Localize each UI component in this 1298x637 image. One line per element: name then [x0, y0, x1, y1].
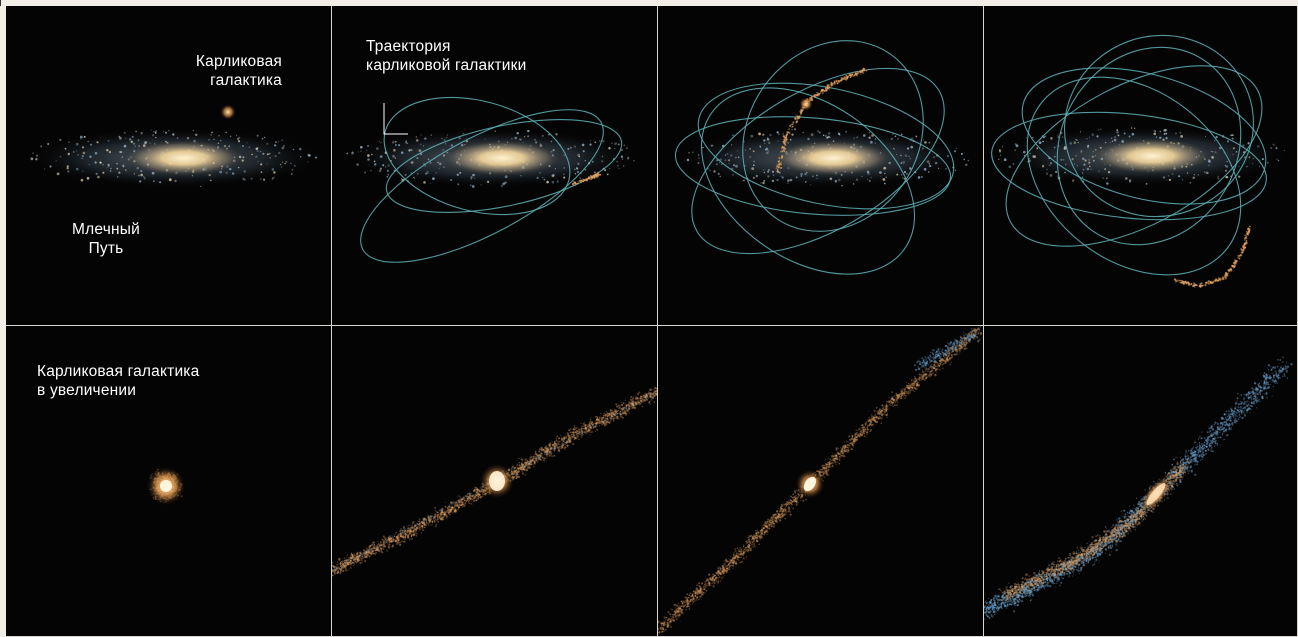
orbit-path — [700, 87, 916, 275]
galaxy-bulge — [1090, 137, 1214, 175]
galaxy-bulge — [771, 139, 895, 177]
orbit-path — [1056, 46, 1242, 246]
orbit-image-2 — [673, 40, 973, 275]
orbit-path — [742, 40, 924, 232]
top-border — [0, 0, 1298, 6]
dwarf-core — [803, 476, 817, 492]
trajectory-label: Траектория карликовой галактики — [366, 38, 527, 74]
orbit-image-1 — [342, 96, 642, 263]
orbit-path — [1021, 67, 1267, 205]
panel-orbit-3 — [984, 6, 1298, 326]
orbit-path — [991, 111, 1267, 221]
panel-dwarf-zoom-1: Карликовая галактика в увеличении — [6, 326, 332, 637]
panel-dwarf-zoom-4 — [984, 326, 1298, 637]
orbit-path — [385, 119, 623, 213]
dwarf-zoom-image-2 — [332, 387, 657, 577]
dwarf-zoom-image-1 — [146, 466, 186, 506]
panel-milky-way-dwarf: Карликовая галактика Млечный Путь — [6, 6, 332, 326]
panel-orbit-2 — [658, 6, 984, 326]
galaxy-bulge — [122, 139, 246, 177]
galaxy-bulge — [440, 139, 564, 177]
panel-dwarf-zoom-3 — [658, 326, 984, 637]
orbit-path — [674, 116, 952, 216]
dwarf-core — [1146, 482, 1166, 506]
dwarf-zoom-image-3 — [658, 326, 983, 636]
illustration-grid: Карликовая галактика Млечный Путь Траект… — [6, 6, 1298, 637]
panel-dwarf-zoom-2 — [332, 326, 658, 637]
milky-way-image — [24, 104, 324, 188]
orbit-path — [691, 67, 945, 255]
orbit-path — [360, 109, 604, 263]
zoomed-label: Карликовая галактика в увеличении — [37, 363, 200, 399]
orbit-path — [697, 82, 955, 210]
dwarf-galaxy — [799, 97, 813, 111]
trajectory-leader-line — [383, 103, 408, 135]
orbit-path — [1026, 76, 1242, 276]
panel-orbit-1: Траектория карликовой галактики — [332, 6, 658, 326]
dwarf-zoom-image-4 — [984, 356, 1293, 620]
orbit-path — [383, 96, 571, 216]
dwarf-galaxy-label: Карликовая галактика — [195, 53, 282, 89]
dwarf-galaxy — [220, 104, 236, 120]
orbit-path — [1005, 65, 1263, 247]
dwarf-core — [160, 480, 172, 492]
milky-way-label: Млечный Путь — [72, 221, 140, 257]
dwarf-core — [489, 471, 505, 491]
orbit-image-3 — [991, 34, 1292, 289]
orbit-path — [1064, 34, 1254, 218]
